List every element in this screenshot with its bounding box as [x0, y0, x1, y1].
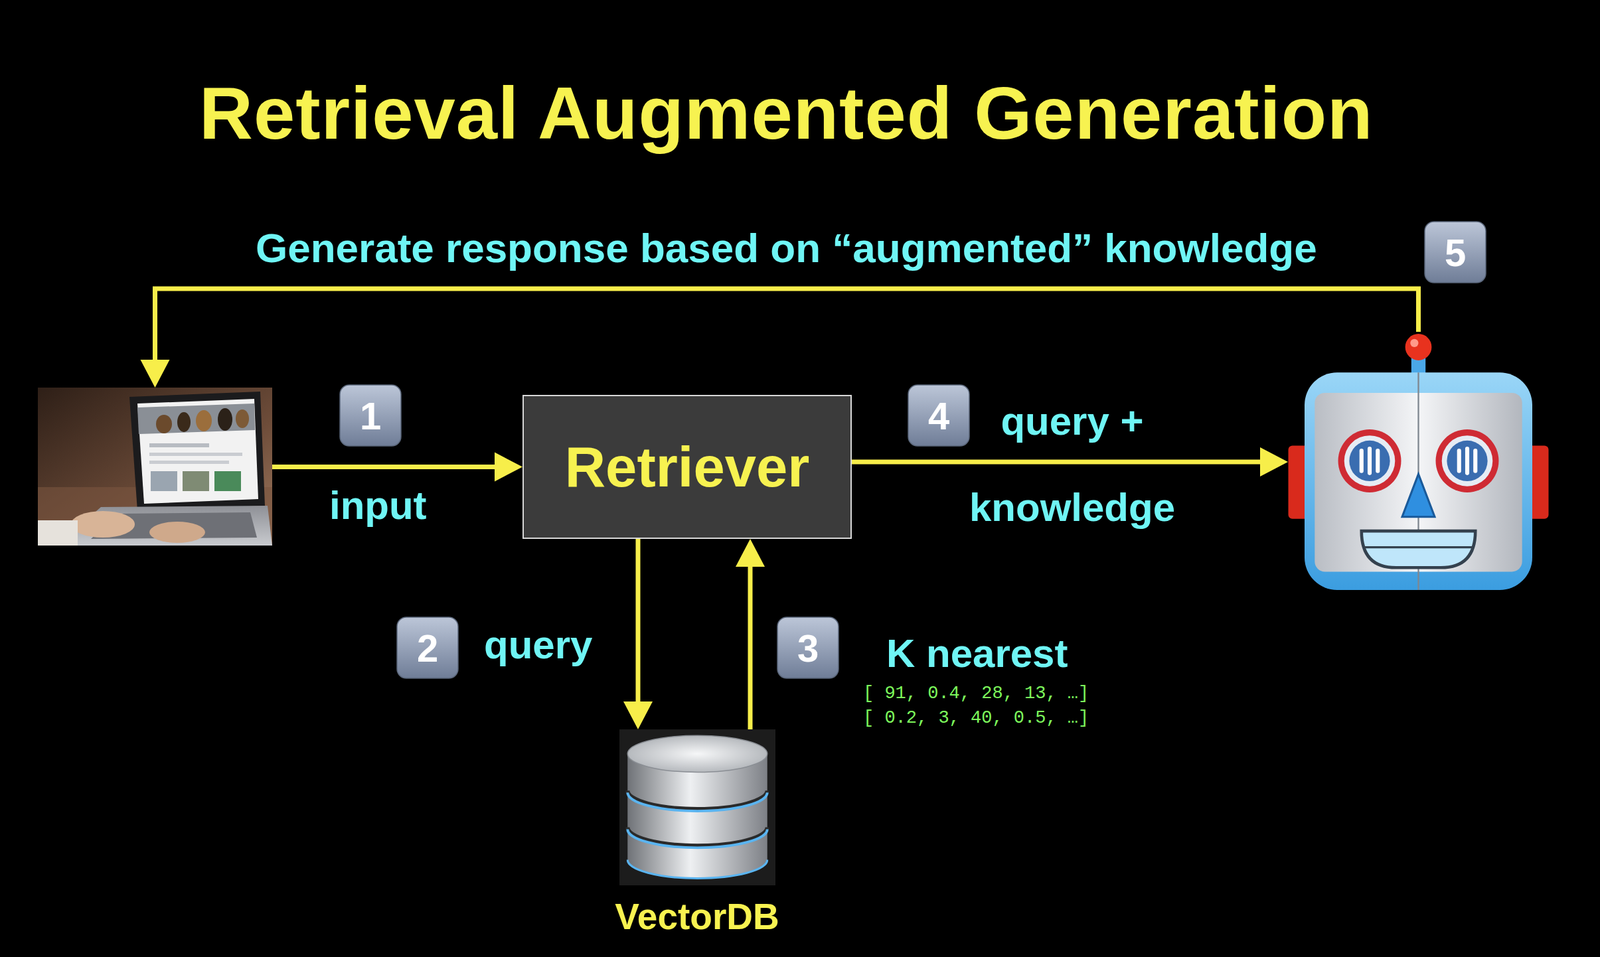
arrowhead: [1260, 447, 1288, 477]
edge-label: input: [329, 482, 427, 529]
robot-head-part: [1344, 435, 1396, 487]
laptop-photo-part: [129, 391, 265, 512]
connector-arrow: [140, 288, 1419, 388]
connector-arrow: [735, 539, 765, 730]
laptop-photo: [37, 387, 273, 546]
robot-head-part: [1367, 446, 1372, 476]
edge-label: K nearest: [886, 630, 1068, 677]
connector-arrow: [272, 452, 523, 482]
robot-head-part: [1441, 435, 1494, 487]
laptop-photo-part: [182, 471, 210, 492]
robot-head-part: [1375, 448, 1380, 474]
database-cylinder: [619, 729, 776, 886]
laptop-photo-part: [71, 511, 135, 538]
callout-badges-part: [339, 385, 401, 447]
database-cylinder-part: [627, 829, 767, 849]
database-cylinder-part: [619, 729, 776, 886]
callout-badges-part: [908, 385, 970, 447]
connector-arrow: [623, 539, 653, 730]
laptop-photo-part: [37, 520, 78, 546]
robot-head-part: [1304, 372, 1533, 591]
arrowhead: [623, 701, 653, 730]
callout-number: 2: [416, 626, 439, 671]
database-node: VectorDB: [590, 729, 804, 939]
robot-head-part: [1405, 333, 1433, 361]
connector-line: [636, 539, 641, 705]
edge-label: Generate response based on “augmented” k…: [255, 224, 1318, 272]
edge-label: query: [483, 622, 593, 668]
database-cylinder-part: [627, 860, 767, 880]
edge-label: query + knowledge: [939, 378, 1205, 552]
arrowhead: [494, 452, 523, 482]
robot-head-part: [1338, 429, 1402, 493]
laptop-photo-part: [149, 443, 210, 448]
laptop-photo-part: [57, 505, 273, 546]
laptop-photo-part: [214, 471, 241, 492]
laptop-photo-part: [137, 399, 259, 504]
callout-number: 1: [359, 393, 382, 439]
callout-number: 3: [797, 626, 819, 671]
laptop-photo-part: [177, 412, 191, 433]
connector-line: [272, 464, 498, 470]
vector-values: [ 91, 0.4, 28, 13, …]: [863, 683, 1089, 704]
callout-number: 5: [1444, 230, 1466, 275]
connector-line: [748, 564, 753, 730]
callout-number: 4: [928, 393, 950, 439]
robot-head-part: [1465, 446, 1470, 476]
laptop-photo-part: [217, 408, 233, 431]
robot-head-part: [1361, 531, 1476, 568]
laptop-photo-part: [195, 410, 212, 432]
robot-head-part: [1359, 448, 1364, 474]
connector-line: [155, 288, 1419, 363]
laptop-photo-part: [149, 460, 230, 465]
connector-line: [851, 460, 1263, 465]
robot-head-part: [1410, 339, 1419, 348]
node-label: Retriever: [564, 434, 810, 500]
title: Retrieval Augmented Generation: [199, 70, 1373, 157]
robot-head-part: [1436, 429, 1500, 493]
robot-head: [1287, 331, 1549, 593]
database-cylinder-part: [627, 792, 767, 812]
laptop-photo-part: [149, 521, 206, 544]
database-cylinder-part: [627, 735, 767, 773]
laptop-photo-part: [149, 452, 243, 457]
robot-node: [1287, 331, 1549, 593]
laptop-photo-part: [235, 409, 249, 429]
callout-badges-part: [397, 617, 459, 679]
callout-badges-part: [777, 617, 839, 679]
robot-head-part: [1402, 474, 1435, 517]
arrowhead: [140, 359, 170, 388]
robot-head-part: [1446, 440, 1488, 482]
robot-head-part: [1349, 440, 1390, 482]
process-box: Retriever: [522, 395, 852, 540]
arrowhead: [735, 539, 765, 567]
robot-head-part: [1457, 448, 1462, 474]
callout-badges-part: [1424, 221, 1486, 283]
robot-head-part: [1473, 448, 1478, 474]
laptop-photo-part: [37, 387, 273, 546]
node-caption: VectorDB: [614, 895, 780, 939]
laptop-photo-part: [156, 414, 172, 434]
laptop-photo-part: [137, 403, 255, 435]
robot-head-part: [1363, 546, 1474, 549]
laptop-node: [37, 387, 273, 546]
laptop-photo-part: [150, 471, 178, 492]
vector-values: [ 0.2, 3, 40, 0.5, …]: [863, 708, 1089, 729]
connector-arrow: [851, 447, 1288, 477]
